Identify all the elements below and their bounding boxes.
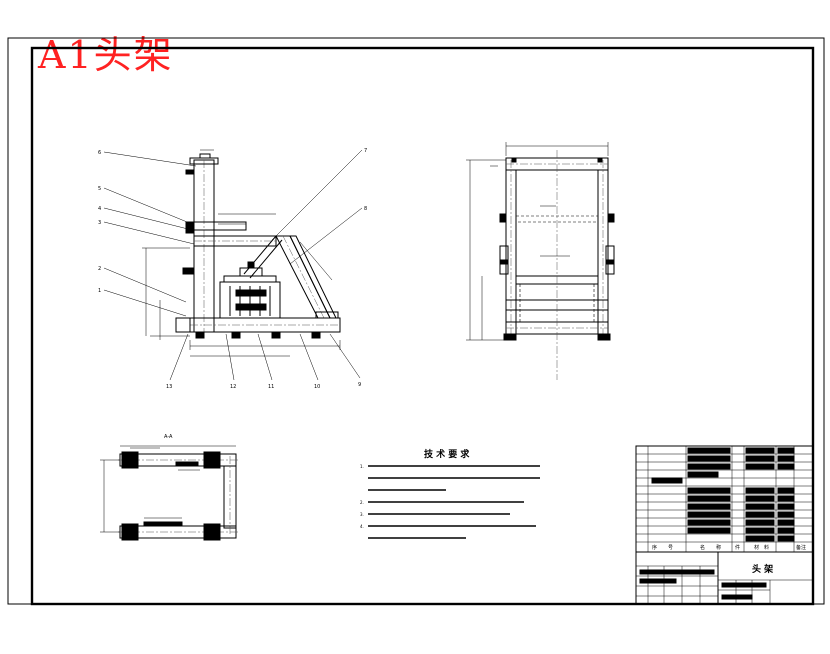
outer-border <box>7 37 825 605</box>
parts-header-remark: 备注 <box>796 544 806 551</box>
callout-5: 5 <box>98 186 101 192</box>
front-view <box>466 142 615 380</box>
technical-requirements: 技 术 要 求 1. 2. 3. 4. <box>360 448 540 539</box>
title-block: 头 架 <box>635 551 814 605</box>
title-block-name: 头 架 <box>752 563 773 575</box>
parts-header-qty: 件 <box>735 544 740 551</box>
section-view: A-A <box>100 434 238 541</box>
callout-9: 9 <box>358 382 361 388</box>
callout-2: 2 <box>98 266 101 272</box>
callout-4: 4 <box>98 206 101 212</box>
tech-item-1: 1. <box>360 464 364 469</box>
tech-requirements-title: 技 术 要 求 <box>424 448 470 460</box>
tech-item-3: 3. <box>360 512 364 517</box>
callout-13: 13 <box>166 384 172 390</box>
callout-7: 7 <box>364 148 367 154</box>
tech-item-4: 4. <box>360 524 364 529</box>
callout-1: 1 <box>98 288 101 294</box>
section-label: A-A <box>164 434 173 440</box>
overlay-title: A1头架 <box>38 33 174 77</box>
tech-item-2: 2. <box>360 500 364 505</box>
parts-header-name: 名 <box>700 544 705 551</box>
callout-11: 11 <box>268 384 274 390</box>
parts-header-material2: 料 <box>764 544 769 551</box>
callout-12: 12 <box>230 384 236 390</box>
callout-8: 8 <box>364 206 367 212</box>
callout-10: 10 <box>314 384 320 390</box>
parts-list: 序 号 名 称 件 材 料 备注 <box>635 445 814 553</box>
inner-frame <box>30 46 815 606</box>
callout-3: 3 <box>98 220 101 226</box>
parts-header-no: 号 <box>668 545 673 551</box>
parts-header-seq: 序 <box>652 544 657 551</box>
callout-6: 6 <box>98 150 101 156</box>
parts-header-material: 材 <box>754 544 759 551</box>
side-view: 6 5 4 3 2 1 7 8 9 10 11 12 13 <box>98 148 367 390</box>
parts-header-name2: 称 <box>716 544 721 551</box>
